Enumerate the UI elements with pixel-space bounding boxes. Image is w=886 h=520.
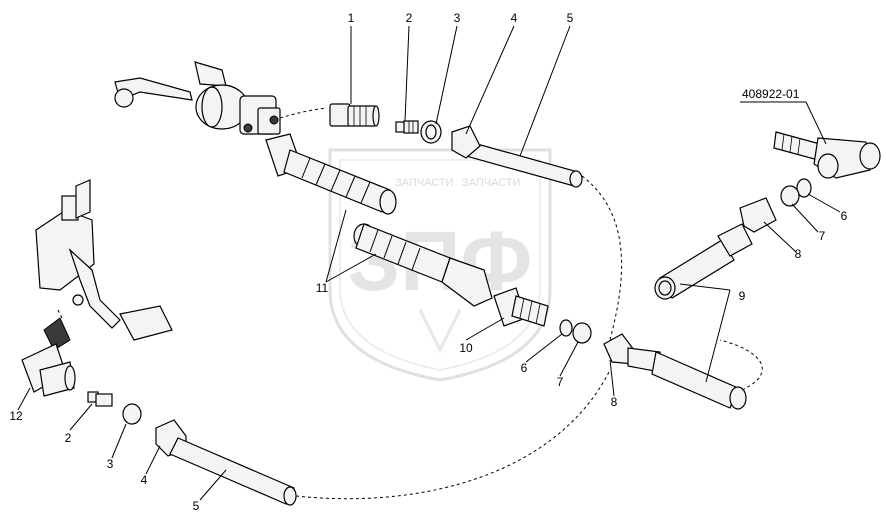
tube-9-upper (654, 197, 777, 300)
callout-8-mid: 8 (611, 395, 618, 409)
ring-7-mid (572, 322, 592, 344)
callout-4-top: 4 (511, 11, 518, 25)
watermark-text-left: ЗАПЧАСТИ (395, 177, 453, 189)
ring-3-bottom (122, 403, 142, 425)
tube-5-top (451, 125, 583, 188)
watermark-text-right: ЗАПЧАСТИ (462, 177, 520, 189)
callout-7-right: 7 (819, 229, 826, 243)
washer-6-mid (559, 319, 573, 337)
callout-9: 9 (739, 289, 746, 303)
callout-6-mid: 6 (521, 361, 528, 375)
bolt-2-top (395, 120, 419, 134)
callout-8-right: 8 (795, 247, 802, 261)
tube-5-bottom (155, 419, 297, 506)
leader-lines (17, 25, 841, 501)
callout-1: 1 (348, 11, 355, 25)
tee-fitting-408922-01 (773, 131, 881, 179)
callout-5-bottom: 5 (193, 499, 200, 513)
callout-3-bottom: 3 (107, 457, 114, 471)
hose-11-upper (265, 133, 397, 215)
pedal-assembly (35, 179, 173, 341)
ring-7-right (780, 185, 800, 207)
callout-11: 11 (316, 281, 329, 295)
fitting-1 (329, 103, 380, 127)
fitting-10 (493, 287, 549, 327)
elbow-12 (21, 317, 76, 397)
callout-7-mid: 7 (557, 375, 564, 389)
brake-valve-assembly (114, 61, 281, 135)
callout-10: 10 (459, 341, 473, 355)
bolt-2-bottom (87, 391, 113, 407)
callout-3-top: 3 (454, 11, 461, 25)
callout-2-bottom: 2 (65, 431, 72, 445)
callout-12: 12 (9, 409, 23, 423)
callout-labels: 1 2 3 4 5 408922-01 6 7 8 9 10 11 12 2 3… (9, 11, 847, 513)
hose-11-lower (353, 223, 493, 307)
callout-4-bottom: 4 (141, 473, 148, 487)
callout-5-top: 5 (567, 11, 574, 25)
callout-part-number: 408922-01 (742, 87, 800, 101)
tube-9-lower (603, 333, 747, 410)
washer-6-right (796, 178, 812, 198)
callout-6-right: 6 (841, 209, 848, 223)
callout-2-top: 2 (406, 11, 413, 25)
